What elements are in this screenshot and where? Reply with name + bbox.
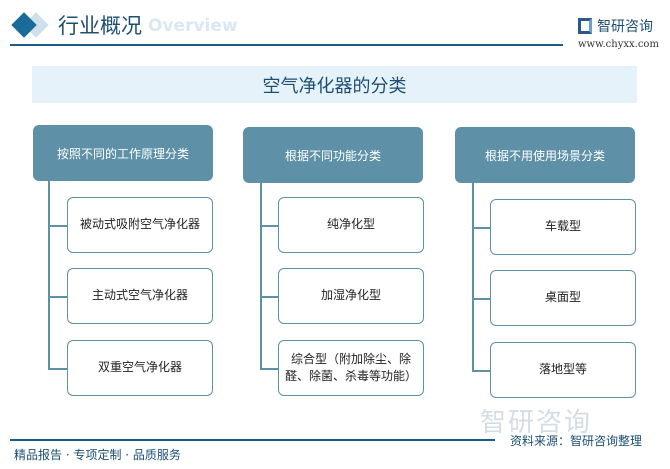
section-subtitle: Overview [148,16,238,36]
category-item: 车载型 [490,199,636,255]
category-item: 被动式吸附空气净化器 [67,197,213,253]
page-title: 空气净化器的分类 [32,66,637,103]
category-item: 落地型等 [490,342,636,398]
connector-line [48,225,67,227]
connector-line [260,296,278,298]
connector-line [260,368,278,370]
category-item: 纯净化型 [278,197,424,253]
category-header-function: 根据不同功能分类 [243,127,423,183]
brand-name: 智研咨询 [597,19,653,35]
diamond-icon [11,12,37,38]
logo-icon [578,18,592,34]
category-item: 双重空气净化器 [67,340,213,396]
category-item: 加湿净化型 [278,268,424,324]
connector-line [472,183,474,371]
brand-logo: 智研咨询 [578,16,653,36]
header-divider [10,44,563,46]
connector-line [472,227,490,229]
category-item: 综合型（附加除尘、除醛、除菌、杀毒等功能） [278,340,424,396]
connector-line [472,298,490,300]
category-item: 桌面型 [490,270,636,326]
footer-slogan: 精品报告 · 专项定制 · 品质服务 [14,448,181,462]
section-title: 行业概况 [58,14,142,38]
connector-line [472,370,490,372]
connector-line [260,183,262,369]
connector-line [260,225,278,227]
footer-divider [10,439,495,441]
category-header-scenario: 根据不用使用场景分类 [455,127,635,183]
brand-url: www.chyxx.com [578,39,659,50]
watermark: 智研咨询 [480,408,593,438]
connector-line [48,180,50,369]
category-item: 主动式空气净化器 [67,268,213,324]
source-note: 资料来源：智研咨询整理 [510,434,643,448]
category-header-principle: 按照不同的工作原理分类 [33,125,213,181]
connector-line [48,296,67,298]
connector-line [48,368,67,370]
